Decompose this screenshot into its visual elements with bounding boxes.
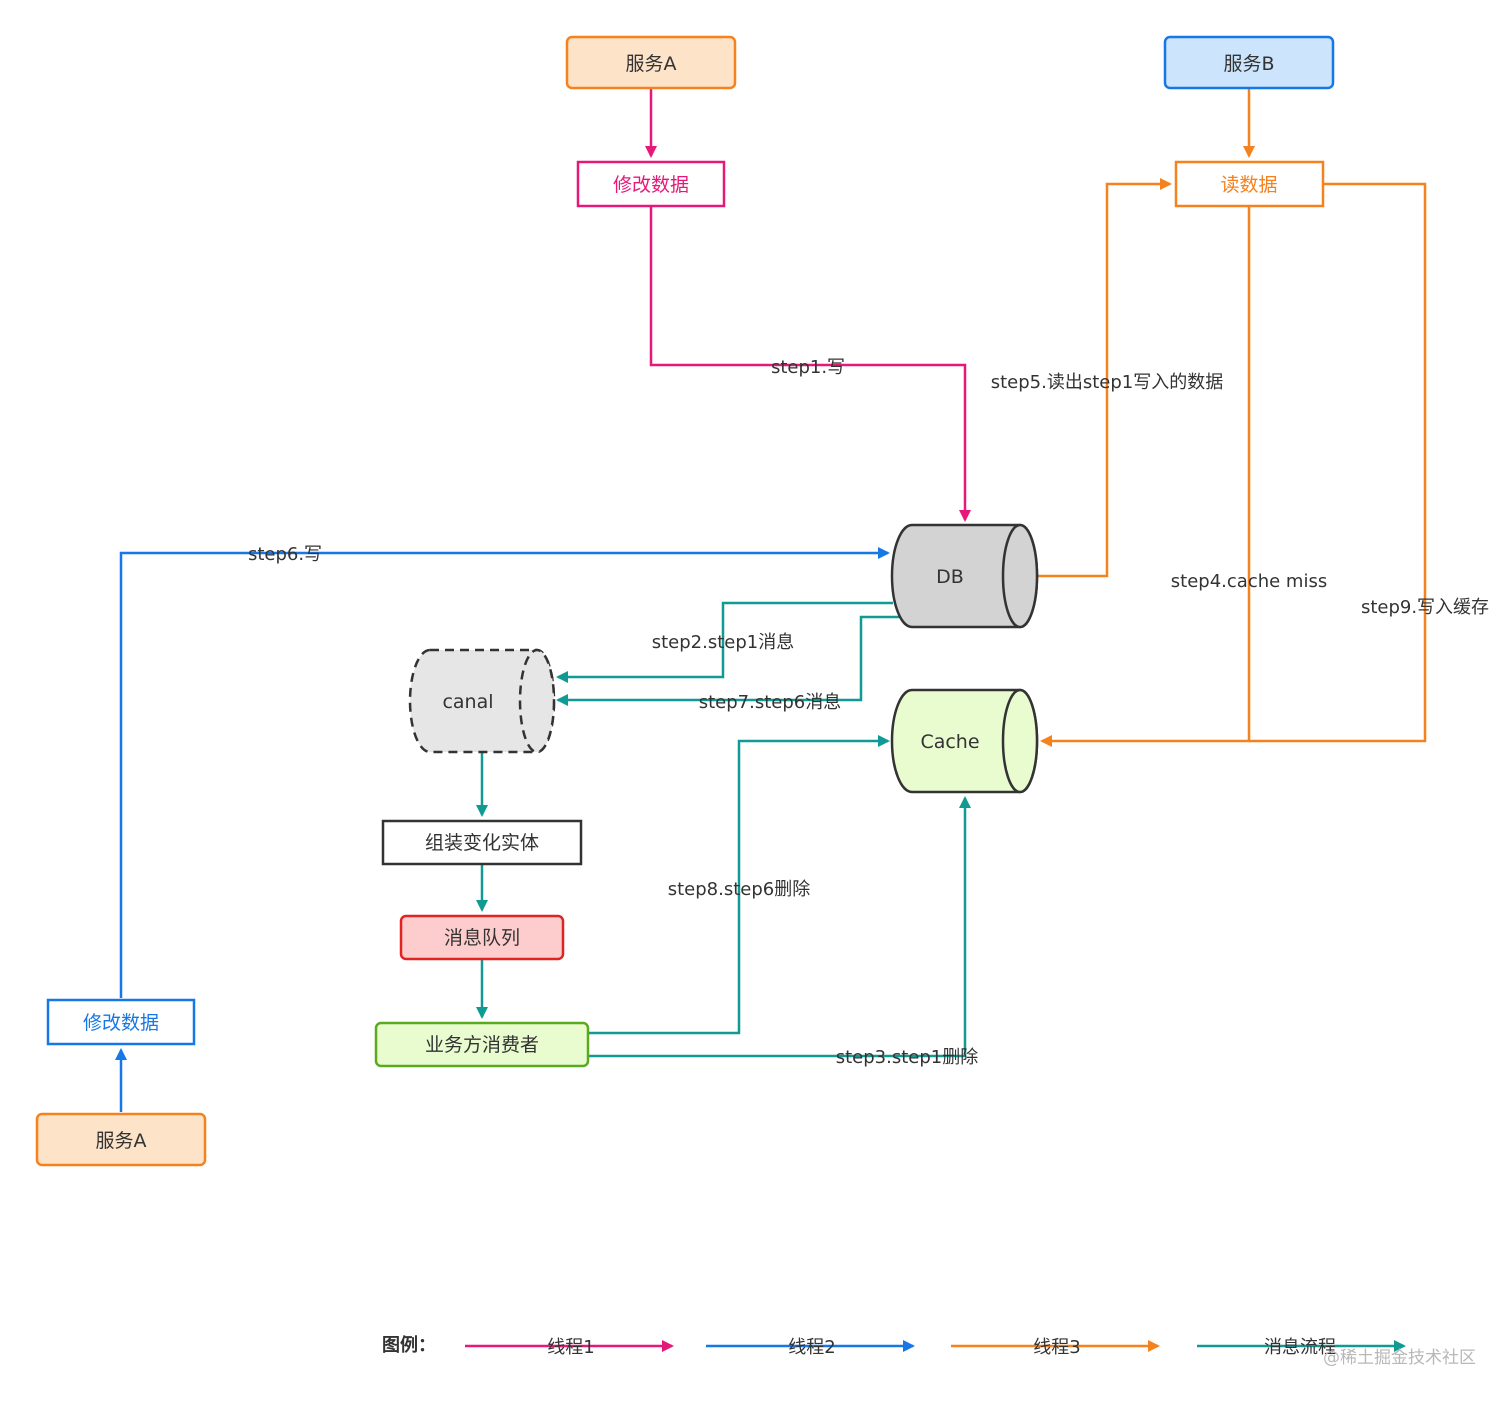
legend-title: 图例： (382, 1334, 436, 1356)
cache-node[interactable]: Cache (890, 688, 1039, 794)
db-node[interactable]: DB (890, 523, 1039, 629)
message-queue-label: 消息队列 (444, 927, 520, 949)
modify-data-top-node[interactable]: 修改数据 (576, 160, 726, 208)
service-b-label: 服务B (1223, 53, 1274, 75)
legend-thread2-label: 线程2 (788, 1337, 835, 1358)
canal-node[interactable]: canal (408, 648, 556, 754)
legend: 图例： 线程1 线程2 线程3 消息流程 (382, 1334, 1406, 1358)
step2-label: step2.step1消息 (652, 632, 795, 653)
service-a-top-node[interactable]: 服务A (565, 35, 737, 90)
edge-step7-message (556, 615, 900, 706)
edge-step4-cache-miss (1040, 207, 1251, 747)
business-consumer-label: 业务方消费者 (425, 1034, 539, 1056)
assemble-entity-label: 组装变化实体 (425, 832, 539, 854)
step7-label: step7.step6消息 (699, 692, 842, 713)
cache-label: Cache (920, 731, 979, 753)
step9-label: step9.写入缓存 (1361, 597, 1489, 618)
step1-label: step1.写 (771, 357, 845, 378)
step3-label: step3.step1删除 (836, 1047, 979, 1068)
modify-data-bottom-node[interactable]: 修改数据 (46, 998, 196, 1046)
edge-step8-delete (588, 735, 890, 1035)
service-a-bottom-node[interactable]: 服务A (35, 1112, 207, 1167)
modify-data-bottom-label: 修改数据 (83, 1012, 159, 1034)
edge-step5-read (1038, 178, 1172, 578)
canal-label: canal (442, 691, 493, 713)
service-b-node[interactable]: 服务B (1163, 35, 1335, 90)
business-consumer-node[interactable]: 业务方消费者 (374, 1021, 590, 1068)
assemble-entity-node[interactable]: 组装变化实体 (381, 819, 583, 866)
edge-step1-write (649, 207, 971, 522)
step8-label: step8.step6删除 (668, 879, 811, 900)
edge-step6-write (119, 547, 890, 998)
modify-data-top-label: 修改数据 (613, 174, 689, 196)
legend-message-label: 消息流程 (1264, 1337, 1336, 1358)
step5-label: step5.读出step1写入的数据 (991, 372, 1224, 393)
db-label: DB (936, 566, 964, 588)
edge-step9-write-cache (1249, 182, 1427, 743)
step4-label: step4.cache miss (1171, 571, 1327, 592)
legend-thread3-label: 线程3 (1033, 1337, 1080, 1358)
message-queue-node[interactable]: 消息队列 (399, 914, 565, 961)
edge-step2-message (556, 601, 893, 683)
service-a-top-label: 服务A (626, 53, 677, 75)
read-data-label: 读数据 (1220, 174, 1277, 196)
edge-step3-delete (588, 796, 971, 1058)
watermark: @稀土掘金技术社区 (1323, 1348, 1476, 1368)
legend-thread1-label: 线程1 (547, 1337, 594, 1358)
step6-label: step6.写 (248, 544, 322, 565)
read-data-node[interactable]: 读数据 (1174, 160, 1325, 208)
service-a-bottom-label: 服务A (96, 1130, 147, 1152)
